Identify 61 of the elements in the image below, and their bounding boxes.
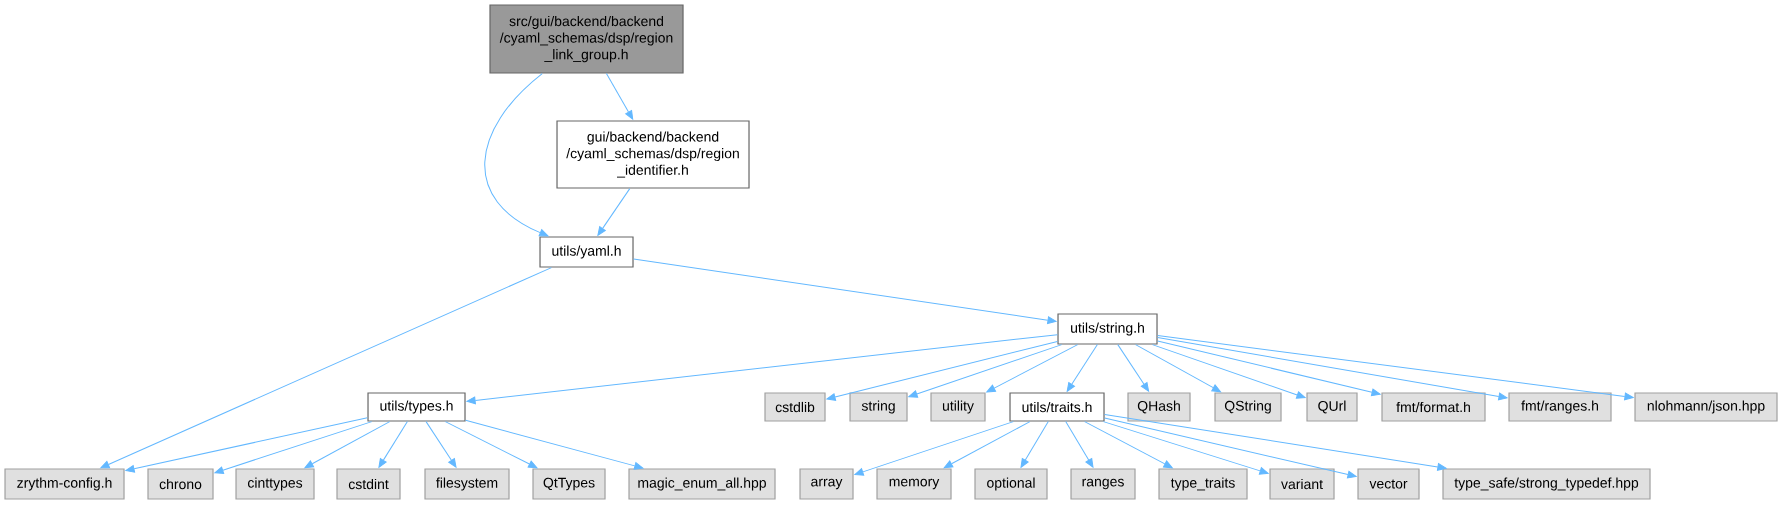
header-box: QUrl xyxy=(1306,392,1358,422)
header-box: filesystem xyxy=(424,468,510,500)
header-box: array xyxy=(799,468,854,500)
arrow xyxy=(1102,421,1269,475)
header-box: cinttypes xyxy=(235,468,315,500)
arrow xyxy=(484,73,549,237)
header-box: QtTypes xyxy=(532,468,606,500)
header-box: gui/backend/backend /cyaml_schemas/dsp/region _identifier.h xyxy=(556,120,750,189)
header-box: utils/traits.h xyxy=(1009,392,1105,422)
header-box: variant xyxy=(1269,468,1335,500)
arrow xyxy=(633,258,1057,325)
header-box: ranges xyxy=(1070,468,1136,500)
header-box: nlohmann/json.hpp xyxy=(1634,392,1778,422)
header-box: zrythm-config.h xyxy=(4,468,125,500)
arrow xyxy=(425,421,457,468)
arrow xyxy=(1065,421,1094,468)
arrow xyxy=(1020,421,1049,468)
arrow xyxy=(986,344,1079,393)
header-box: utility xyxy=(930,392,986,422)
header-box: chrono xyxy=(147,468,214,500)
arrow xyxy=(908,344,1063,398)
header-box: magic_enum_all.hpp xyxy=(628,468,776,500)
arrow xyxy=(304,421,391,469)
arrow xyxy=(1151,344,1306,399)
header-box: vector xyxy=(1357,468,1420,500)
arrow xyxy=(943,421,1031,469)
arrow xyxy=(1104,417,1357,479)
arrow xyxy=(826,341,1058,401)
header-box: QString xyxy=(1214,392,1282,422)
header-box: optional xyxy=(974,468,1048,500)
arrow xyxy=(597,188,631,236)
header-box: type_safe/strong_typedef.hpp xyxy=(1442,468,1651,500)
arrow xyxy=(605,73,634,120)
arrow xyxy=(1157,337,1508,401)
header-box: memory xyxy=(876,468,952,500)
arrow xyxy=(1157,340,1381,397)
arrow xyxy=(1135,344,1222,393)
arrow xyxy=(100,267,552,469)
arrow xyxy=(465,419,644,470)
arrow xyxy=(854,421,1014,476)
header-box: cstdint xyxy=(336,468,401,500)
header-box: fmt/format.h xyxy=(1381,392,1486,422)
file-box: src/gui/backend/backend /cyaml_schemas/dsp/region _link_group.h xyxy=(489,4,684,74)
arrow xyxy=(378,421,408,468)
header-box: fmt/ranges.h xyxy=(1508,392,1612,422)
arrow xyxy=(1117,344,1150,392)
arrow xyxy=(214,421,373,474)
header-box: utils/string.h xyxy=(1057,313,1158,345)
arrow xyxy=(466,334,1058,405)
arrow xyxy=(444,421,538,469)
arrow xyxy=(1104,413,1447,471)
header-box: utils/types.h xyxy=(367,392,466,422)
header-box: QHash xyxy=(1127,392,1191,422)
arrow xyxy=(125,417,368,473)
arrow xyxy=(1084,421,1173,469)
arrow xyxy=(1066,344,1098,392)
header-box: utils/yaml.h xyxy=(539,236,634,268)
header-box: cstdlib xyxy=(764,392,826,422)
arrow xyxy=(1157,335,1634,401)
header-box: type_traits xyxy=(1158,468,1248,500)
header-box: string xyxy=(849,392,908,422)
